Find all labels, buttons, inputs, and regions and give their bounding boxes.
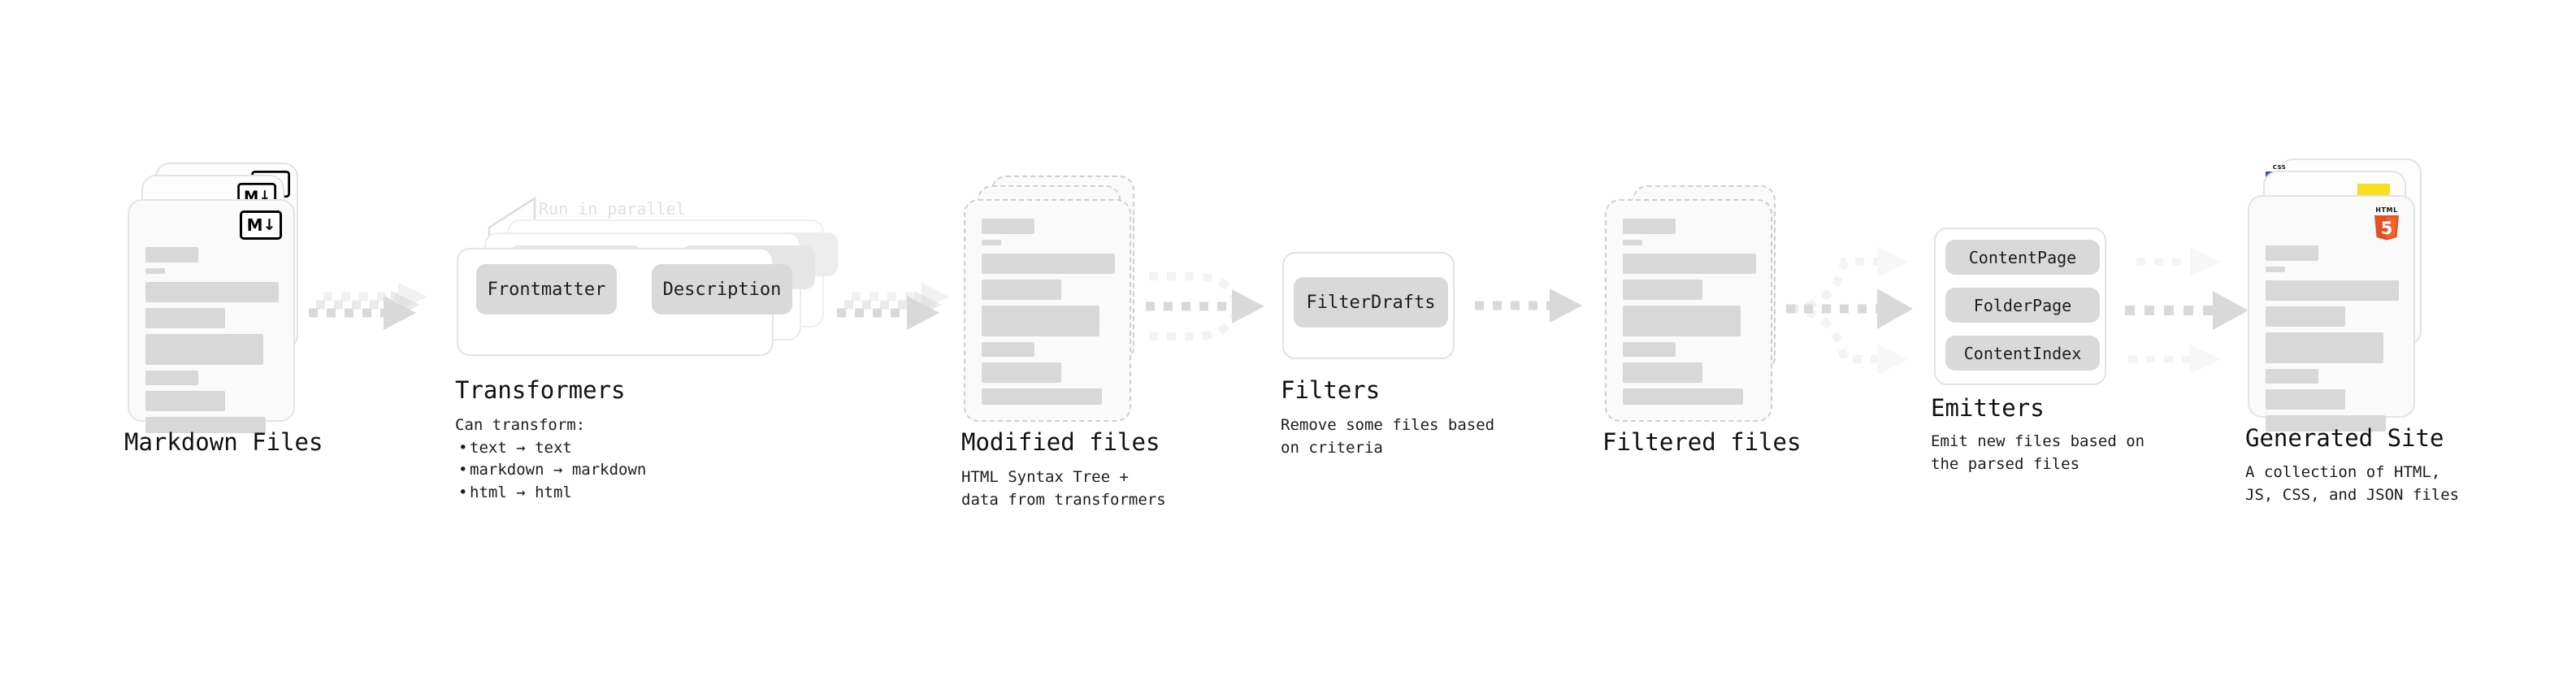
run-in-parallel-label: Run in parallel [539,199,686,219]
filter-pill-filterdrafts[interactable]: FilterDrafts [1294,277,1448,327]
svg-text:HTML: HTML [2375,206,2398,214]
transformers-desc-item-1: markdown → markdown [455,459,646,482]
skeleton-line [2266,389,2345,410]
generated-site-description: A collection of HTML, JS, CSS, and JSON … [2245,462,2459,506]
markdown-file-card-front: M↓ [128,199,295,433]
skeleton-line [1623,280,1702,300]
transformer-pill-frontmatter[interactable]: Frontmatter [476,264,617,314]
transformers-description: Can transform: text → text markdown → ma… [455,414,646,504]
skeleton-title [145,247,198,262]
markdown-files-title: Markdown Files [124,428,323,456]
skeleton-line [1623,388,1743,405]
emitters-box: ContentPage FolderPage ContentIndex [1934,228,2106,385]
emitters-desc-line-0: Emit new files based on [1931,432,2145,450]
transformers-title: Transformers [455,376,626,404]
skeleton-title [2266,245,2318,261]
transformers-stack: Frontmatter Description [457,219,838,366]
filters-desc-line-1: on criteria [1281,438,1383,457]
markdown-badge-letter: M [246,215,263,235]
arrow-modified-to-filters [1146,258,1284,364]
skeleton-line [145,371,198,385]
arrow-filters-to-filtered [1475,284,1597,333]
skeleton-subtitle [982,240,1001,245]
skeleton-line [145,282,279,302]
generated-file-card-html: HTML 5 [2248,195,2415,432]
filters-box: FilterDrafts [1282,252,1455,359]
markdown-badge-front: M↓ [240,210,282,240]
skeleton-line [982,280,1061,300]
skeleton-line [2266,369,2318,384]
emitter-pill-contentpage[interactable]: ContentPage [1945,240,2100,275]
emitter-pill-folderpage[interactable]: FolderPage [1945,288,2100,323]
skeleton-line [2266,415,2386,432]
emitters-desc-line-1: the parsed files [1931,454,2080,473]
skeleton-line [1623,306,1741,336]
modified-files-card-stack [964,163,1134,423]
skeleton-subtitle [1623,240,1642,245]
filters-desc-line-0: Remove some files based [1281,416,1495,434]
markdown-badge-arrow: ↓ [262,215,275,234]
arrow-markdown-to-transformers [309,268,455,358]
generated-site-title: Generated Site [2245,424,2444,452]
filters-description: Remove some files based on criteria [1281,414,1494,459]
arrow-transformers-to-modified [837,268,975,358]
skeleton-subtitle [145,268,165,274]
skeleton-line [982,342,1034,357]
modified-files-title: Modified files [961,428,1160,456]
markdown-files-card-stack: M↓ M↓ M↓ [128,163,298,433]
modified-files-description: HTML Syntax Tree + data from transformer… [961,466,1166,511]
arrow-filtered-to-emitters [1786,236,1932,390]
filters-title: Filters [1281,376,1381,404]
skeleton-line [982,306,1099,336]
filtered-files-title: Filtered files [1602,428,1802,456]
generated-site-card-stack: HTML 5 [2248,158,2422,432]
modified-files-desc-line-0: HTML Syntax Tree + [961,468,1129,486]
html5-badge: HTML 5 [2371,205,2402,241]
transformer-layer-front: Frontmatter Description [457,248,792,356]
skeleton-line [145,334,263,365]
skeleton-line [982,388,1102,405]
skeleton-line [2266,306,2345,327]
generated-site-desc-line-1: JS, CSS, and JSON files [2245,485,2460,504]
modified-files-desc-line-1: data from transformers [961,490,1166,509]
skeleton-title [1623,219,1676,234]
transformer-pill-description[interactable]: Description [652,264,792,314]
skeleton-line [1623,362,1702,383]
transformers-desc-item-2: html → html [455,482,646,505]
emitter-pill-contentindex[interactable]: ContentIndex [1945,336,2100,371]
modified-file-card-front [964,199,1131,422]
skeleton-line [982,362,1061,383]
skeleton-subtitle [2266,267,2285,272]
skeleton-line [1623,254,1756,274]
skeleton-line [982,254,1115,274]
filtered-files-card-stack [1605,163,1776,423]
skeleton-line [145,308,225,328]
skeleton-line [2266,280,2399,301]
generated-site-desc-line-0: A collection of HTML, [2245,463,2441,481]
emitters-title: Emitters [1931,394,2045,422]
skeleton-line [145,391,225,411]
arrow-emitters-to-generated [2125,236,2271,390]
skeleton-line [2266,332,2383,363]
filtered-file-card-front [1605,199,1772,422]
transformers-desc-intro: Can transform: [455,416,586,434]
emitters-description: Emit new files based on the parsed files [1931,431,2144,475]
transformers-desc-item-0: text → text [455,437,646,460]
skeleton-line [145,417,266,433]
skeleton-title [982,219,1034,234]
skeleton-line [1623,342,1676,357]
svg-text:5: 5 [2381,219,2393,238]
